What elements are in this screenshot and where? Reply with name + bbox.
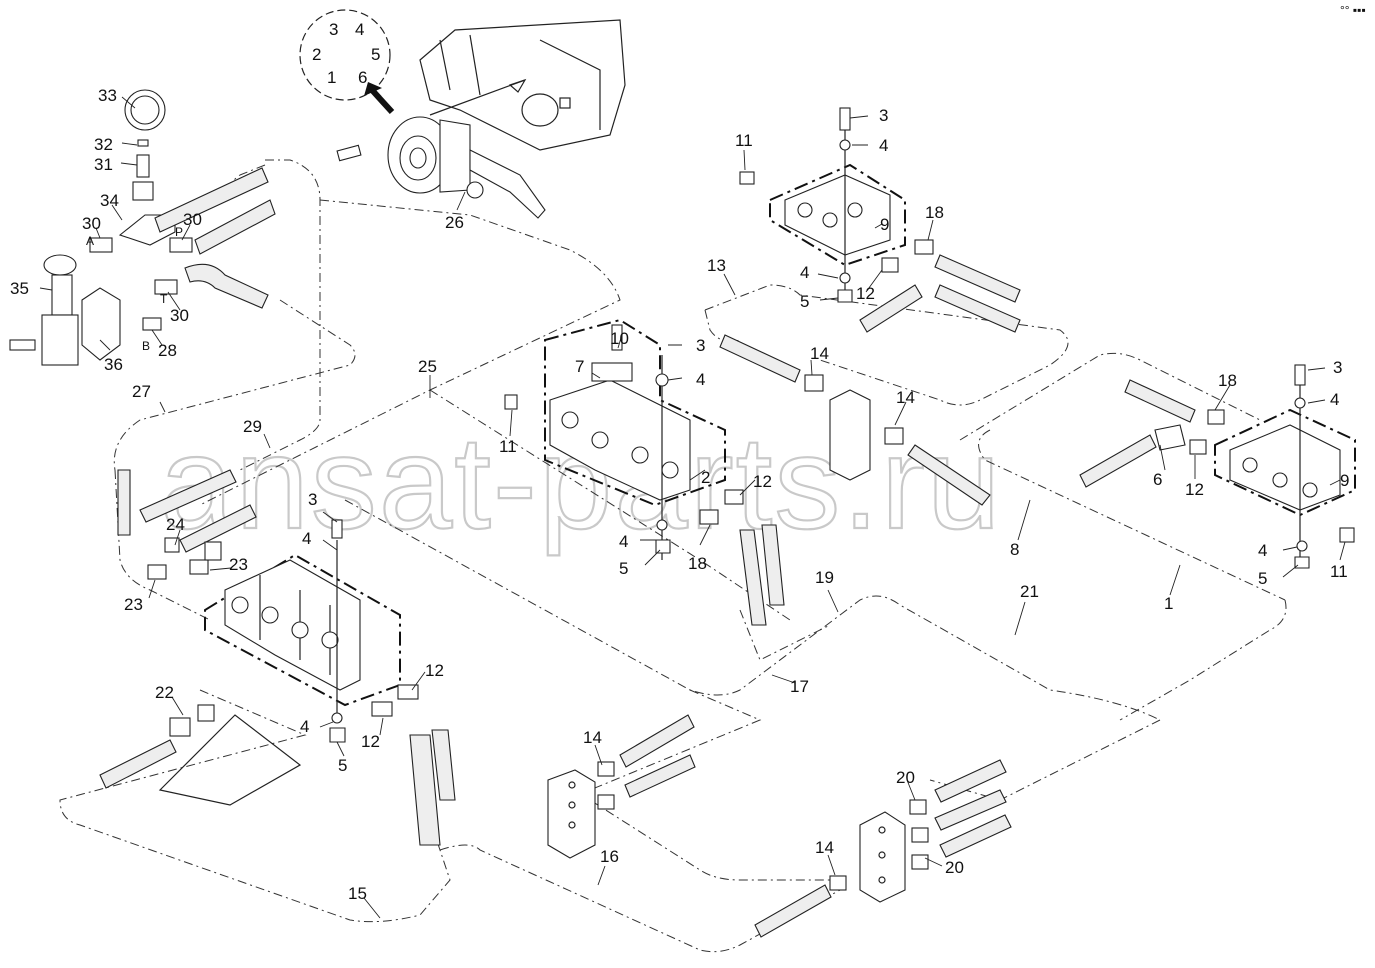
hose-22-area xyxy=(99,704,302,806)
callout-5: 5 xyxy=(1258,569,1267,588)
valve-block-center xyxy=(504,318,785,626)
callout-5: 5 xyxy=(619,559,628,578)
callout-11: 11 xyxy=(735,131,753,150)
callout-35: 35 xyxy=(10,279,29,298)
callout-4: 4 xyxy=(696,370,705,389)
callout-15: 15 xyxy=(348,884,367,903)
callout-3: 3 xyxy=(308,490,317,509)
dial-number-3: 3 xyxy=(329,20,338,39)
callout-4: 4 xyxy=(300,717,309,736)
callout-12: 12 xyxy=(753,472,772,491)
manifold-20 xyxy=(754,759,1012,938)
port-letter-a: A xyxy=(86,234,94,248)
routing-lines xyxy=(59,159,1287,953)
callout-11: 11 xyxy=(1330,562,1348,581)
callout-16: 16 xyxy=(600,847,619,866)
arrow-icon xyxy=(369,87,395,115)
callout-14: 14 xyxy=(815,838,834,857)
callout-7: 7 xyxy=(575,357,584,376)
manifold-16 xyxy=(547,714,696,859)
port-letter-p: P xyxy=(175,225,183,239)
callout-34: 34 xyxy=(100,191,119,210)
callout-1: 1 xyxy=(1164,594,1173,613)
valve-block-right xyxy=(1079,364,1356,569)
callout-14: 14 xyxy=(583,728,602,747)
callout-3: 3 xyxy=(879,106,888,125)
callout-27: 27 xyxy=(132,382,151,401)
engine-housing xyxy=(419,19,626,151)
port-letter-t: T xyxy=(160,292,168,306)
callout-18: 18 xyxy=(1218,371,1237,390)
callout-10: 10 xyxy=(610,329,629,348)
dial-number-6: 6 xyxy=(358,68,367,87)
callout-4: 4 xyxy=(1330,390,1339,409)
callout-9: 9 xyxy=(880,215,889,234)
callout-28: 28 xyxy=(158,341,177,360)
callout-30: 30 xyxy=(82,214,101,233)
arrow-head-icon xyxy=(364,82,382,96)
port-labels: A P T B xyxy=(86,225,183,353)
leader-lines xyxy=(39,96,1346,919)
dial-number-1: 1 xyxy=(327,68,336,87)
callout-23: 23 xyxy=(124,595,143,614)
callout-4: 4 xyxy=(800,263,809,282)
callout-labels: 33 32 31 34 30 30 35 30 28 36 26 27 25 2… xyxy=(10,86,1349,903)
position-dial: 3 4 2 5 1 6 xyxy=(299,9,395,115)
callout-12: 12 xyxy=(856,284,875,303)
callout-21: 21 xyxy=(1020,582,1039,601)
callout-30: 30 xyxy=(183,210,202,229)
callout-18: 18 xyxy=(925,203,944,222)
callout-25: 25 xyxy=(418,357,437,376)
callout-8: 8 xyxy=(1010,540,1019,559)
callout-31: 31 xyxy=(94,155,113,174)
manifold-13 xyxy=(719,334,991,506)
filter-housing xyxy=(9,254,121,366)
callout-30: 30 xyxy=(170,306,189,325)
callout-4: 4 xyxy=(302,529,311,548)
callout-12: 12 xyxy=(425,661,444,680)
callout-29: 29 xyxy=(243,417,262,436)
callout-20: 20 xyxy=(945,858,964,877)
dial-number-5: 5 xyxy=(371,45,380,64)
dial-number-4: 4 xyxy=(355,20,364,39)
callout-6: 6 xyxy=(1153,470,1162,489)
hoses-left xyxy=(117,469,257,580)
callout-18: 18 xyxy=(688,554,707,573)
callout-5: 5 xyxy=(800,292,809,311)
callout-14: 14 xyxy=(896,388,915,407)
callout-12: 12 xyxy=(1185,480,1204,499)
corner-mark: °° ▪▪▪ xyxy=(1340,3,1366,17)
callout-24: 24 xyxy=(166,515,185,534)
callout-9: 9 xyxy=(1340,471,1349,490)
callout-22: 22 xyxy=(155,683,174,702)
callout-3: 3 xyxy=(1333,358,1342,377)
callout-19: 19 xyxy=(815,568,834,587)
callout-13: 13 xyxy=(707,256,726,275)
callout-32: 32 xyxy=(94,135,113,154)
pump-flange xyxy=(336,116,546,219)
callout-17: 17 xyxy=(790,677,809,696)
callout-2: 2 xyxy=(701,468,710,487)
gauge-assembly xyxy=(89,89,276,331)
callout-23: 23 xyxy=(229,555,248,574)
callout-4: 4 xyxy=(619,532,628,551)
callout-36: 36 xyxy=(104,355,123,374)
callout-20: 20 xyxy=(896,768,915,787)
callout-5: 5 xyxy=(338,756,347,775)
valve-block-top-right xyxy=(739,107,1021,333)
callout-33: 33 xyxy=(98,86,117,105)
port-letter-b: B xyxy=(142,339,150,353)
callout-14: 14 xyxy=(810,344,829,363)
dial-number-2: 2 xyxy=(312,45,321,64)
callout-26: 26 xyxy=(445,213,464,232)
callout-3: 3 xyxy=(696,336,705,355)
callout-12: 12 xyxy=(361,732,380,751)
callout-4: 4 xyxy=(879,136,888,155)
callout-4: 4 xyxy=(1258,541,1267,560)
callout-11: 11 xyxy=(499,437,517,456)
valve-block-lower-left xyxy=(204,519,456,846)
